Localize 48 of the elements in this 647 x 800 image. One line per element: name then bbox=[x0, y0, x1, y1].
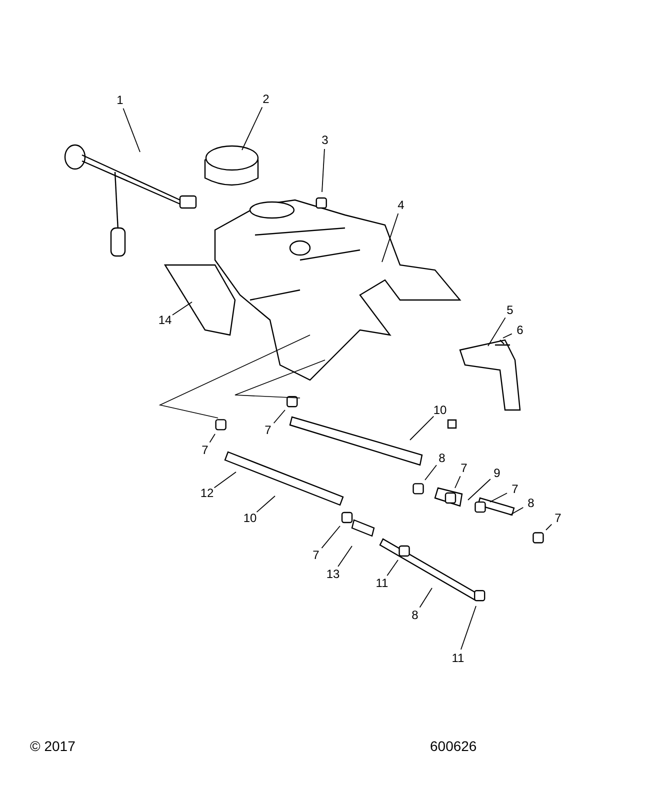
callout-number: 8 bbox=[528, 496, 534, 510]
leader-line bbox=[382, 213, 399, 262]
leader-line bbox=[419, 588, 432, 608]
leader-line bbox=[546, 524, 552, 530]
leader-line bbox=[214, 472, 236, 488]
leader-line bbox=[454, 476, 461, 488]
callout-number: 11 bbox=[376, 576, 388, 590]
leader-line bbox=[209, 434, 216, 443]
drawing-number: 600626 bbox=[430, 738, 477, 754]
callout-number: 9 bbox=[494, 466, 500, 480]
copyright-notice: © 2017 bbox=[30, 738, 76, 754]
leader-line bbox=[322, 148, 325, 192]
leader-line bbox=[242, 106, 263, 150]
callout-number: 1 bbox=[116, 93, 124, 107]
callout-number: 13 bbox=[326, 567, 340, 581]
callout-number: 7 bbox=[202, 443, 208, 457]
callout-number: 12 bbox=[200, 486, 214, 500]
callout-number: 2 bbox=[262, 92, 270, 106]
leader-line bbox=[338, 546, 352, 567]
callout-number: 11 bbox=[452, 651, 464, 665]
callout-number: 7 bbox=[512, 482, 518, 496]
callout-number: 5 bbox=[506, 303, 514, 317]
leader-line bbox=[273, 410, 286, 424]
leader-line bbox=[256, 496, 276, 512]
callout-number: 4 bbox=[398, 198, 404, 212]
callout-number: 14 bbox=[158, 313, 172, 327]
callout-number: 8 bbox=[438, 451, 446, 465]
leader-line bbox=[172, 302, 192, 316]
callout-number: 6 bbox=[516, 323, 524, 337]
callout-number: 10 bbox=[243, 511, 257, 525]
callout-number: 7 bbox=[460, 461, 468, 475]
leader-line bbox=[410, 416, 434, 440]
callout-number: 3 bbox=[322, 133, 328, 147]
callout-number: 10 bbox=[433, 403, 447, 417]
leader-line bbox=[488, 317, 506, 346]
leader-line bbox=[424, 464, 437, 480]
leader-line bbox=[122, 108, 140, 152]
callout-number: 7 bbox=[312, 548, 320, 562]
leader-line bbox=[510, 507, 524, 516]
leader-line bbox=[460, 606, 476, 650]
callout-number: 7 bbox=[554, 511, 562, 525]
leader-line bbox=[386, 560, 398, 576]
callout-number: 7 bbox=[264, 423, 272, 437]
leader-line bbox=[468, 478, 491, 500]
leader-line bbox=[490, 492, 508, 502]
leader-line bbox=[502, 333, 512, 338]
leader-line bbox=[321, 526, 340, 549]
callout-number: 8 bbox=[412, 608, 418, 622]
